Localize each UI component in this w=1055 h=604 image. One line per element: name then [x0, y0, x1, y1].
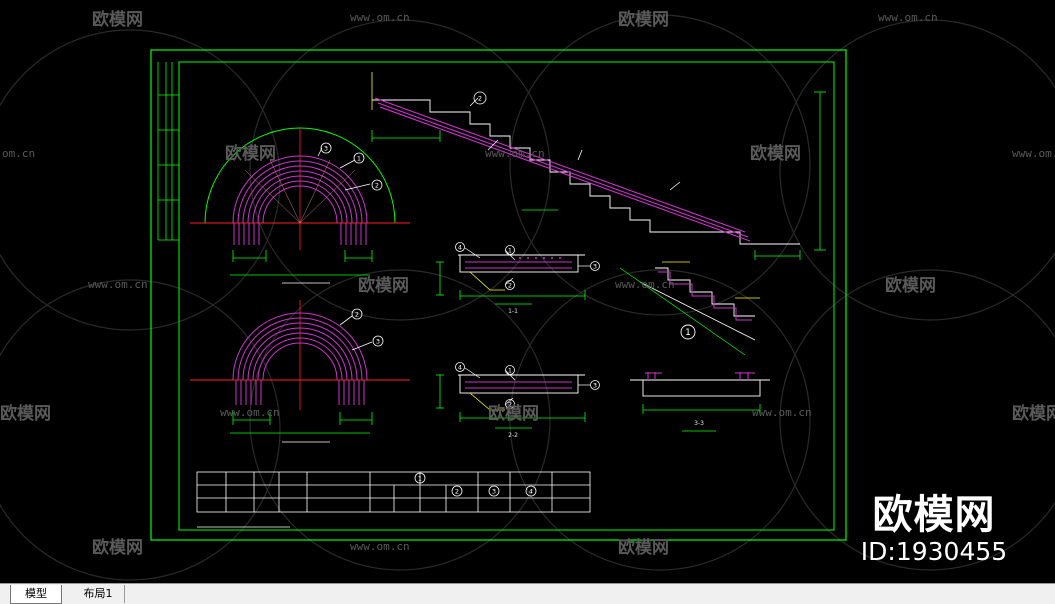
tab-layout1[interactable]: 布局1 [72, 585, 125, 603]
brand-logo-text: 欧模网 [872, 492, 996, 538]
callout-3: 3 [376, 338, 380, 346]
watermark-url: www.om.cn [615, 278, 675, 291]
table-number-1: 1 [418, 475, 422, 483]
stair-detail: 1 [619, 261, 760, 356]
callout-2: 2 [355, 311, 359, 319]
callout-3: 3 [324, 145, 328, 153]
section-1-1: 4 1 3 2 1-1 [436, 242, 600, 315]
watermark-brand: 欧模网 [488, 403, 539, 424]
watermark-brand: 欧模网 [0, 403, 51, 424]
callout-1: 1 [508, 367, 512, 375]
callout-circle [505, 399, 515, 409]
table-callouts: 1 2 3 4 [414, 472, 537, 497]
callout-circle [505, 245, 515, 255]
callout-circle [351, 308, 363, 320]
callout-circle [473, 91, 487, 105]
arch-plan-lower: 2 3 [190, 300, 410, 443]
watermark-url: www.om.cn [878, 11, 938, 24]
callout-circle [320, 142, 332, 154]
watermark-layer: 欧模网 www.om.cn 欧模网 www.om.cn om.cn 欧模网 ww… [0, 9, 1055, 558]
section-label-2-2: 2-2 [508, 432, 518, 439]
table-number-3: 3 [492, 488, 496, 496]
callout-circle [353, 152, 365, 164]
watermark-url: www.om.cn [485, 147, 545, 160]
callout-2: 2 [508, 401, 512, 409]
model-id: ID:1930455 [860, 537, 1008, 566]
callout-circle [590, 261, 600, 271]
watermark-circles [0, 14, 1055, 581]
rebar-schedule-table [196, 471, 591, 528]
title-strip [157, 62, 179, 241]
stair-elevation: 2 [371, 72, 826, 260]
watermark-url: om.cn [2, 147, 35, 160]
callout-4: 4 [458, 244, 462, 252]
callout-4: 4 [458, 364, 462, 372]
watermark-brand: 欧模网 [885, 275, 936, 296]
watermark-url: www.om.cn [350, 540, 410, 553]
watermark-brand: 欧模网 [618, 537, 669, 558]
watermark-brand: 欧模网 [358, 275, 409, 296]
watermark-url: www.om.cn [752, 406, 812, 419]
watermark-brand: 欧模网 [750, 143, 801, 164]
callout-3: 3 [593, 382, 597, 390]
watermark-brand: 欧模网 [225, 143, 276, 164]
arch-plan-upper: 1 2 3 [190, 127, 410, 284]
callout-circle [505, 280, 515, 290]
callout-1: 1 [357, 155, 361, 163]
callout-2: 2 [478, 95, 482, 103]
table-number-4: 4 [529, 488, 533, 496]
callout-circle [590, 380, 600, 390]
callout-circle [680, 324, 696, 340]
table-number-2: 2 [455, 488, 459, 496]
callout-circle [372, 335, 384, 347]
callout-3: 3 [593, 263, 597, 271]
cad-model-space[interactable]: 1 2 3 [0, 0, 1055, 583]
section-2-2: 4 1 3 2 2-2 [436, 362, 600, 439]
watermark-brand: 欧模网 [92, 537, 143, 558]
brand-overlay: 欧模网 ID:1930455 [849, 492, 1019, 566]
callout-2: 2 [375, 182, 379, 190]
section-3-3: 3-3 [630, 372, 770, 432]
callout-1: 1 [508, 247, 512, 255]
callout-circle [505, 365, 515, 375]
section-label-3-3: 3-3 [694, 420, 704, 427]
outer-frame [150, 49, 847, 541]
watermark-brand: 欧模网 [92, 9, 143, 30]
callout-circle [371, 179, 383, 191]
callout-circle [455, 362, 465, 372]
callout-1: 1 [685, 328, 691, 338]
watermark-url: www.om.cn [220, 406, 280, 419]
section-label-1-1: 1-1 [508, 308, 518, 315]
callout-2: 2 [508, 282, 512, 290]
watermark-url: www.om.cn [88, 278, 148, 291]
watermark-url: www.om.cn [350, 11, 410, 24]
tab-model[interactable]: 模型 [10, 585, 62, 604]
watermark-brand: 欧模网 [1012, 403, 1055, 424]
inner-frame [178, 61, 835, 531]
layout-tab-bar: 模型 布局1 [0, 583, 1055, 604]
watermark-brand: 欧模网 [618, 9, 669, 30]
cad-drawing: 1 2 3 [0, 9, 1055, 581]
watermark-url: www.om.cn [1012, 147, 1055, 160]
callout-circle [455, 242, 465, 252]
